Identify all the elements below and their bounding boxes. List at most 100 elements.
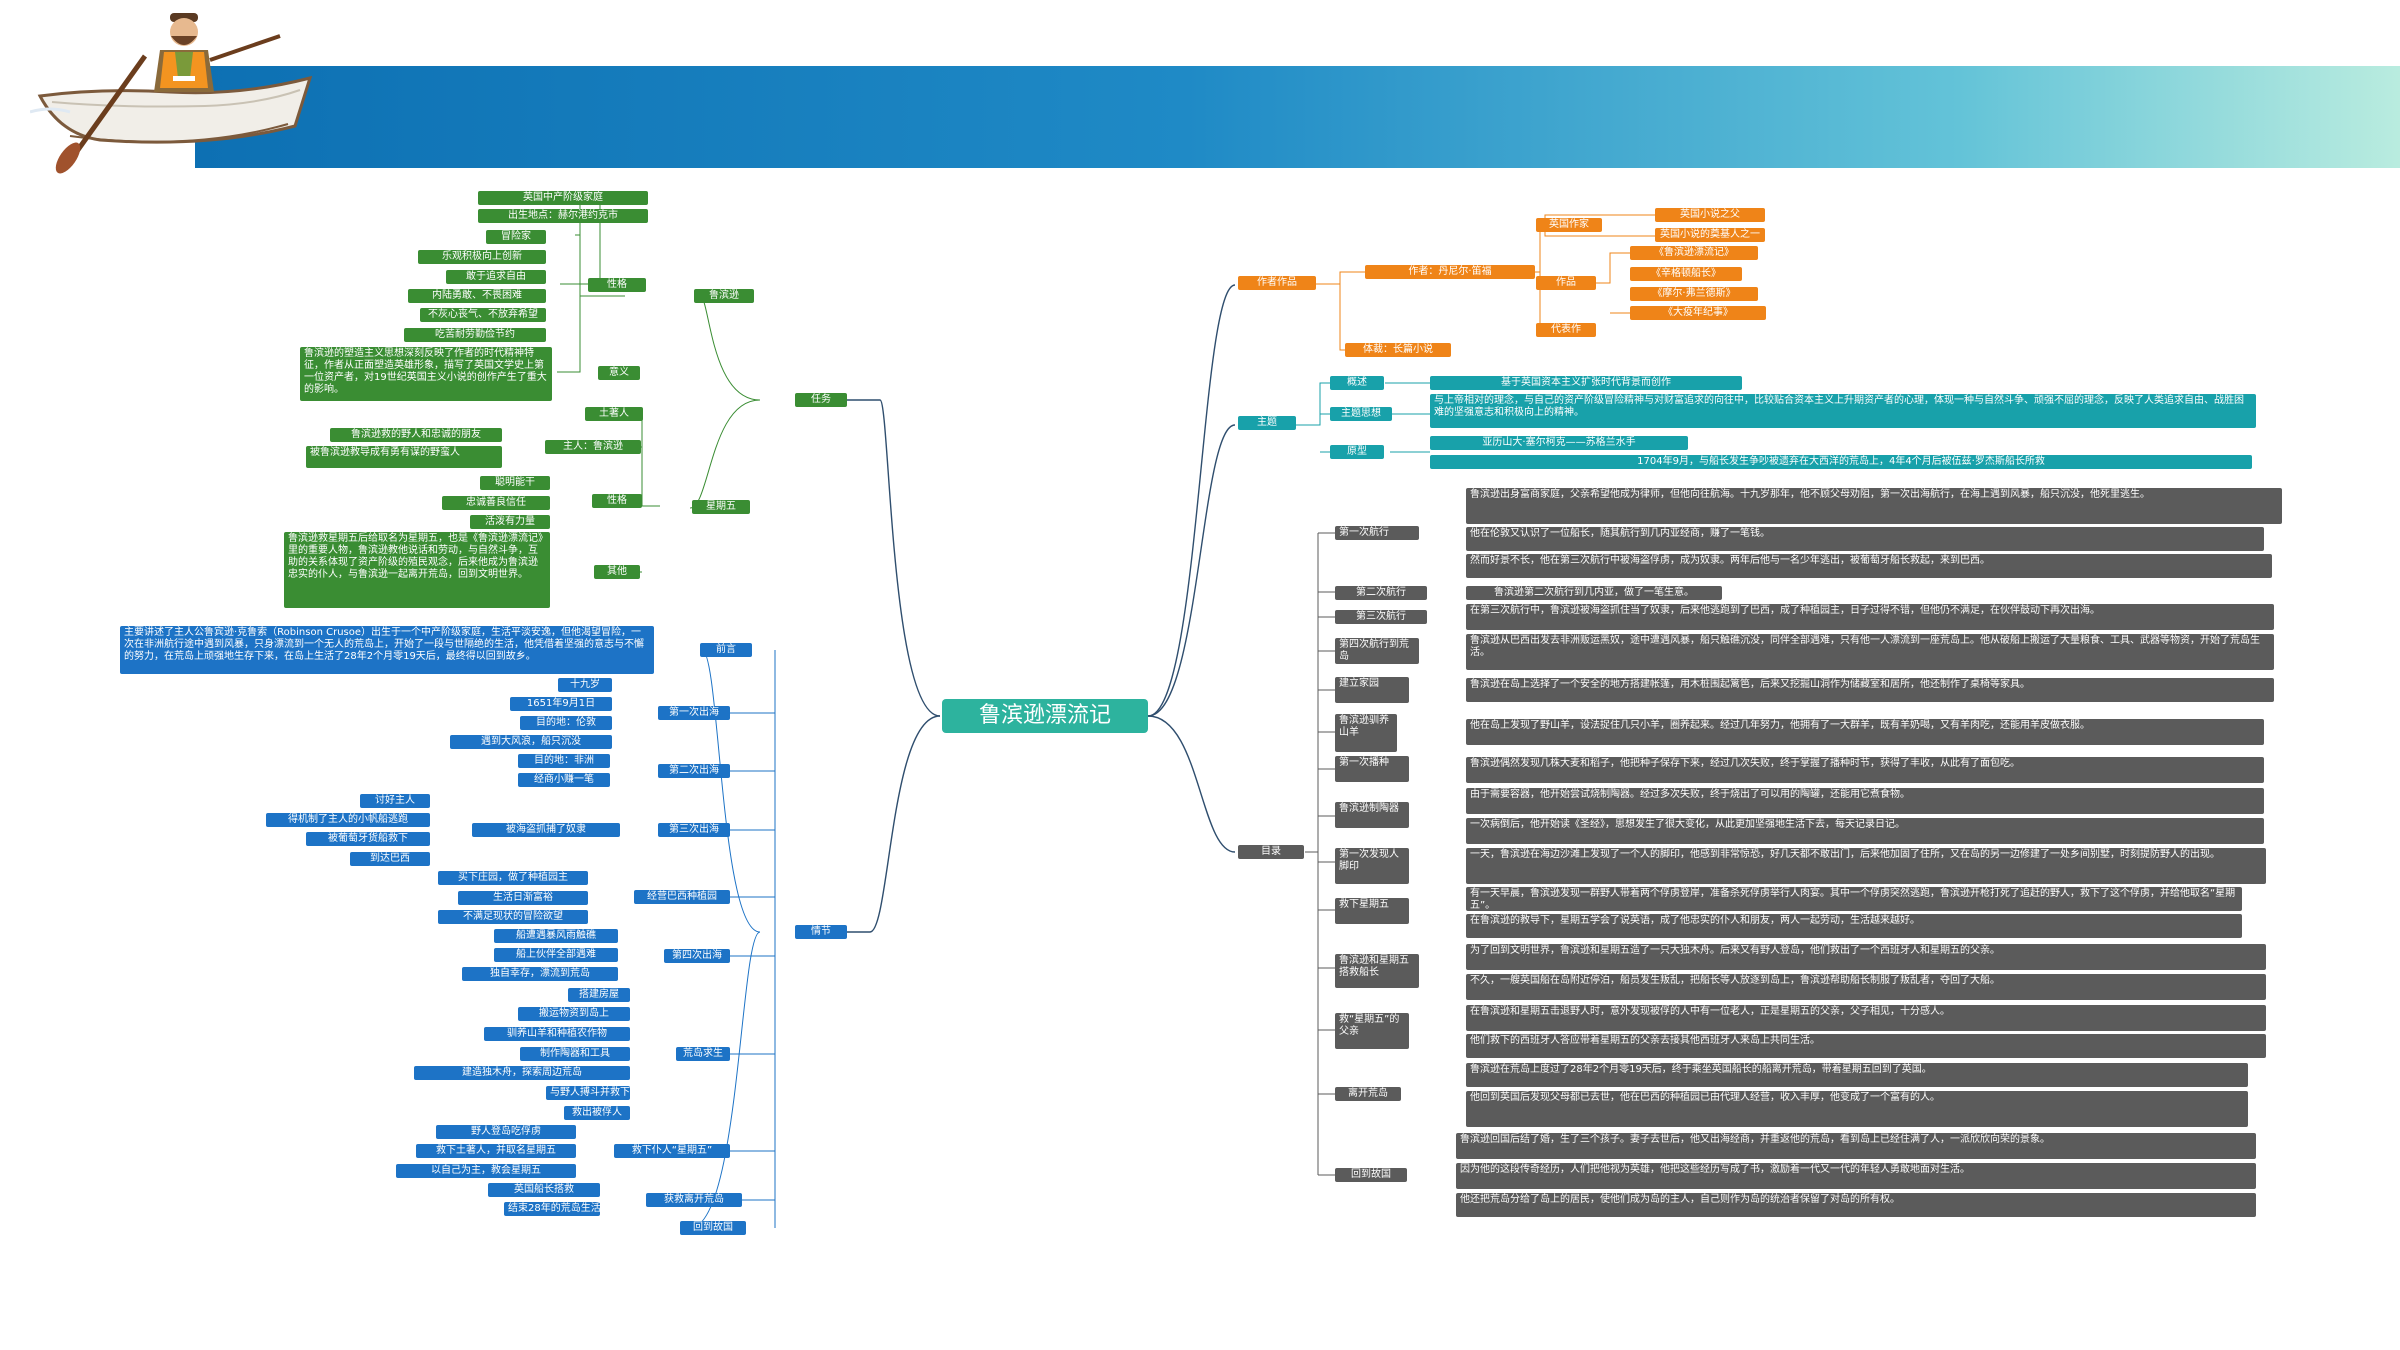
fourth-voyage-2: 船上伙伴全部遇难 [494, 948, 618, 962]
rescue-2: 救下土著人，并取名星期五 [416, 1144, 576, 1158]
brazil-3: 不满足现状的冒险欲望 [438, 910, 588, 924]
chapter-3-item-1: 在第三次航行中，鲁滨逊被海盗抓住当了奴隶，后来他逃跑到了巴西，成了种植园主，日子… [1466, 604, 2274, 630]
island-4: 制作陶器和工具 [520, 1047, 630, 1061]
luhuxian-identity-2: 出生地点：赫尔港约克市 [478, 209, 648, 223]
chapter-11-item-2: 不久，一艘英国船在岛附近停泊，船员发生叛乱，把船长等人放逐到岛上，鲁滨逊帮助船长… [1466, 974, 2266, 1000]
author-era: 代表作 [1536, 323, 1596, 337]
chapter-2-label: 第二次航行 [1335, 586, 1427, 600]
author-genre: 体裁：长篇小说 [1345, 343, 1451, 357]
fourth-voyage-label: 第四次出海 [664, 949, 730, 963]
brazil-2: 生活日渐富裕 [458, 891, 588, 905]
island-1: 搭建房屋 [568, 988, 630, 1002]
author-work-1: 《鲁滨逊漂流记》 [1630, 246, 1758, 260]
first-voyage-1: 十九岁 [558, 678, 612, 692]
chapter-1-item-1: 鲁滨逊出身富商家庭，父亲希望他成为律师，但他向往航海。十九岁那年，他不顾父母劝阻… [1466, 488, 2282, 524]
friday-traits-label: 性格 [592, 494, 642, 508]
root-node: 鲁滨逊漂流记 [942, 699, 1148, 733]
friday-other-text: 鲁滨逊救星期五后给取名为星期五，也是《鲁滨逊漂流记》里的重要人物，鲁滨逊教他说话… [284, 532, 550, 608]
island-2: 搬运物资到岛上 [518, 1007, 630, 1021]
theme-meaning: 与上帝相对的理念，与自己的资产阶级冒险精神与对财富追求的向往中，比较贴合资本主义… [1430, 394, 2256, 428]
first-voyage-3: 目的地：伦敦 [520, 716, 612, 730]
friday-node: 星期五 [692, 500, 750, 514]
chapter-7-item-1: 鲁滨逊偶然发现几株大麦和稻子，他把种子保存下来，经过几次失败，终于掌握了播种时节… [1466, 757, 2264, 783]
chapter-13-item-1: 鲁滨逊在荒岛上度过了28年2个月零19天后，终于乘坐英国船长的船离开荒岛，带着星… [1466, 1063, 2248, 1087]
theme-summary: 基于英国资本主义扩张时代背景而创作 [1430, 376, 1742, 390]
friday-trait-1: 聪明能干 [480, 476, 550, 490]
contents-branch: 目录 [1238, 845, 1304, 859]
preface-text: 主要讲述了主人公鲁宾逊·克鲁索（Robinson Crusoe）出生于一个中产阶… [120, 626, 654, 674]
chapter-10-label: 救下星期五 [1335, 898, 1409, 924]
first-voyage-label: 第一次出海 [658, 706, 730, 720]
chapter-3-label: 第三次航行 [1335, 610, 1427, 624]
author-work-4: 《大疫年纪事》 [1630, 306, 1766, 320]
chapter-13-label: 离开荒岛 [1335, 1087, 1401, 1101]
luhuxian-trait-3: 敢于追求自由 [446, 270, 546, 284]
chapter-11-label: 鲁滨逊和星期五搭救船长 [1335, 954, 1419, 988]
luhuxian-meaning-label: 意义 [598, 366, 640, 380]
chapter-14-item-2: 因为他的这段传奇经历，人们把他视为英雄，他把这些经历写成了书，激励着一代又一代的… [1456, 1163, 2256, 1189]
island-3: 驯养山羊和种植农作物 [484, 1027, 630, 1041]
island-5: 建造独木舟，探索周边荒岛 [414, 1066, 630, 1080]
third-voyage-3: 被葡萄牙货船救下 [306, 832, 430, 846]
brazil-label: 经营巴西种植园 [634, 890, 730, 904]
first-voyage-4: 遇到大风浪，船只沉没 [450, 735, 612, 749]
author-country-1: 英国小说之父 [1655, 208, 1765, 222]
island-6: 与野人搏斗并救下星期五 [546, 1086, 630, 1100]
author-name: 作者：丹尼尔·笛福 [1365, 265, 1535, 279]
chapter-6-label: 鲁滨逊驯养山羊 [1335, 714, 1397, 752]
third-voyage-4: 到达巴西 [350, 852, 430, 866]
first-voyage-2: 1651年9月1日 [510, 697, 612, 711]
island-label: 荒岛求生 [676, 1047, 730, 1061]
friday-relation-2: 被鲁滨逊教导成有勇有谋的野蛮人 [306, 446, 502, 468]
chapter-4-item-1: 鲁滨逊从巴西出发去非洲贩运黑奴，途中遭遇风暴，船只触礁沉没，同伴全部遇难，只有他… [1466, 634, 2274, 670]
theme-source-1: 亚历山大·塞尔柯克——苏格兰水手 [1430, 436, 1688, 450]
chapter-7-label: 第一次播种 [1335, 756, 1409, 782]
chapter-10-item-1: 有一天早晨，鲁滨逊发现一群野人带着两个俘虏登岸，准备杀死俘虏举行人肉宴。其中一个… [1466, 887, 2242, 911]
fourth-voyage-3: 独自幸存，漂流到荒岛 [462, 967, 618, 981]
header-banner [195, 66, 2400, 168]
luhuxian-meaning-text: 鲁滨逊的塑造主义思想深刻反映了作者的时代精神特征，作者从正面塑造英雄形象，描写了… [300, 347, 552, 401]
luhuxian-trait-1: 冒险家 [486, 230, 546, 244]
brazil-1: 买下庄园，做了种植园主 [438, 871, 588, 885]
chapter-12-item-1: 在鲁滨逊和星期五击退野人时，意外发现被俘的人中有一位老人，正是星期五的父亲，父子… [1466, 1005, 2266, 1031]
friday-trait-2: 忠诚善良信任 [442, 496, 550, 510]
chapter-14-label: 回到故国 [1335, 1168, 1407, 1182]
luhuxian-traits-label: 性格 [588, 278, 646, 292]
second-voyage-1: 目的地：非洲 [518, 754, 610, 768]
rescue-1: 野人登岛吃俘虏 [436, 1125, 576, 1139]
return-2: 结束28年的荒岛生活 [504, 1202, 600, 1216]
chapter-8-item-1: 由于需要容器，他开始尝试烧制陶器。经过多次失败，终于烧出了可以用的陶罐，还能用它… [1466, 788, 2264, 814]
second-voyage-label: 第二次出海 [658, 764, 730, 778]
boat-illustration [30, 13, 313, 174]
chapter-14-item-1: 鲁滨逊回国后结了婚，生了三个孩子。妻子去世后，他又出海经商，并重返他的荒岛，看到… [1456, 1133, 2256, 1159]
chapter-1-item-3: 然而好景不长，他在第三次航行中被海盗俘虏，成为奴隶。两年后他与一名少年逃出，被葡… [1466, 554, 2272, 578]
luhuxian-trait-5: 不灰心丧气、不放弃希望 [420, 308, 546, 322]
luhuxian-trait-6: 吃苦耐劳勤俭节约 [404, 328, 546, 342]
rescue-3: 以自己为主，教会星期五 [396, 1164, 576, 1178]
theme-meaning-label: 主题思想 [1330, 407, 1392, 421]
theme-source-2: 1704年9月，与船长发生争吵被遗弃在大西洋的荒岛上，4年4个月后被伍兹·罗杰斯… [1430, 455, 2252, 469]
friday-other-label: 其他 [594, 565, 640, 579]
author-work-3: 《摩尔·弗兰德斯》 [1630, 287, 1758, 301]
luhuxian-node: 鲁滨逊 [694, 289, 754, 303]
chapter-12-label: 救“星期五”的父亲 [1335, 1013, 1409, 1049]
chapter-12-item-2: 他们救下的西班牙人答应带着星期五的父亲去接其他西班牙人来岛上共同生活。 [1466, 1034, 2266, 1058]
luhuxian-trait-4: 内陆勇敢、不畏困难 [408, 289, 546, 303]
fourth-voyage-1: 船遭遇暴风雨触礁 [494, 929, 618, 943]
chapter-10-item-2: 在鲁滨逊的教导下，星期五学会了说英语，成了他忠实的仆人和朋友，两人一起劳动，生活… [1466, 914, 2242, 938]
theme-summary-label: 概述 [1330, 376, 1384, 390]
author-branch: 作者作品 [1238, 276, 1316, 290]
chapter-1-label: 第一次航行 [1335, 526, 1419, 540]
friday-identity-label: 土著人 [585, 407, 643, 421]
third-voyage-2: 得机制了主人的小帆船逃跑 [266, 813, 430, 827]
chapter-6-item-1: 他在岛上发现了野山羊，设法捉住几只小羊，圈养起来。经过几年努力，他拥有了一大群羊… [1466, 719, 2264, 745]
chapter-9-item-1: 一天，鲁滨逊在海边沙滩上发现了一个人的脚印，他感到非常惊恐，好几天都不敢出门，后… [1466, 848, 2266, 884]
chapter-4-label: 第四次航行到荒岛 [1335, 638, 1419, 664]
chapter-2-item-1: 鲁滨逊第二次航行到几内亚，做了一笔生意。 [1466, 586, 1722, 600]
chapter-8-item-2: 一次病倒后，他开始读《圣经》，思想发生了很大变化，从此更加坚强地生活下去，每天记… [1466, 818, 2264, 844]
third-voyage-1: 讨好主人 [360, 794, 430, 808]
chapter-1-item-2: 他在伦敦又认识了一位船长，随其航行到几内亚经商，赚了一笔钱。 [1466, 527, 2264, 551]
luhuxian-trait-2: 乐观积极向上创新 [418, 250, 546, 264]
author-country: 英国作家 [1536, 218, 1602, 232]
theme-source-label: 原型 [1330, 445, 1384, 459]
